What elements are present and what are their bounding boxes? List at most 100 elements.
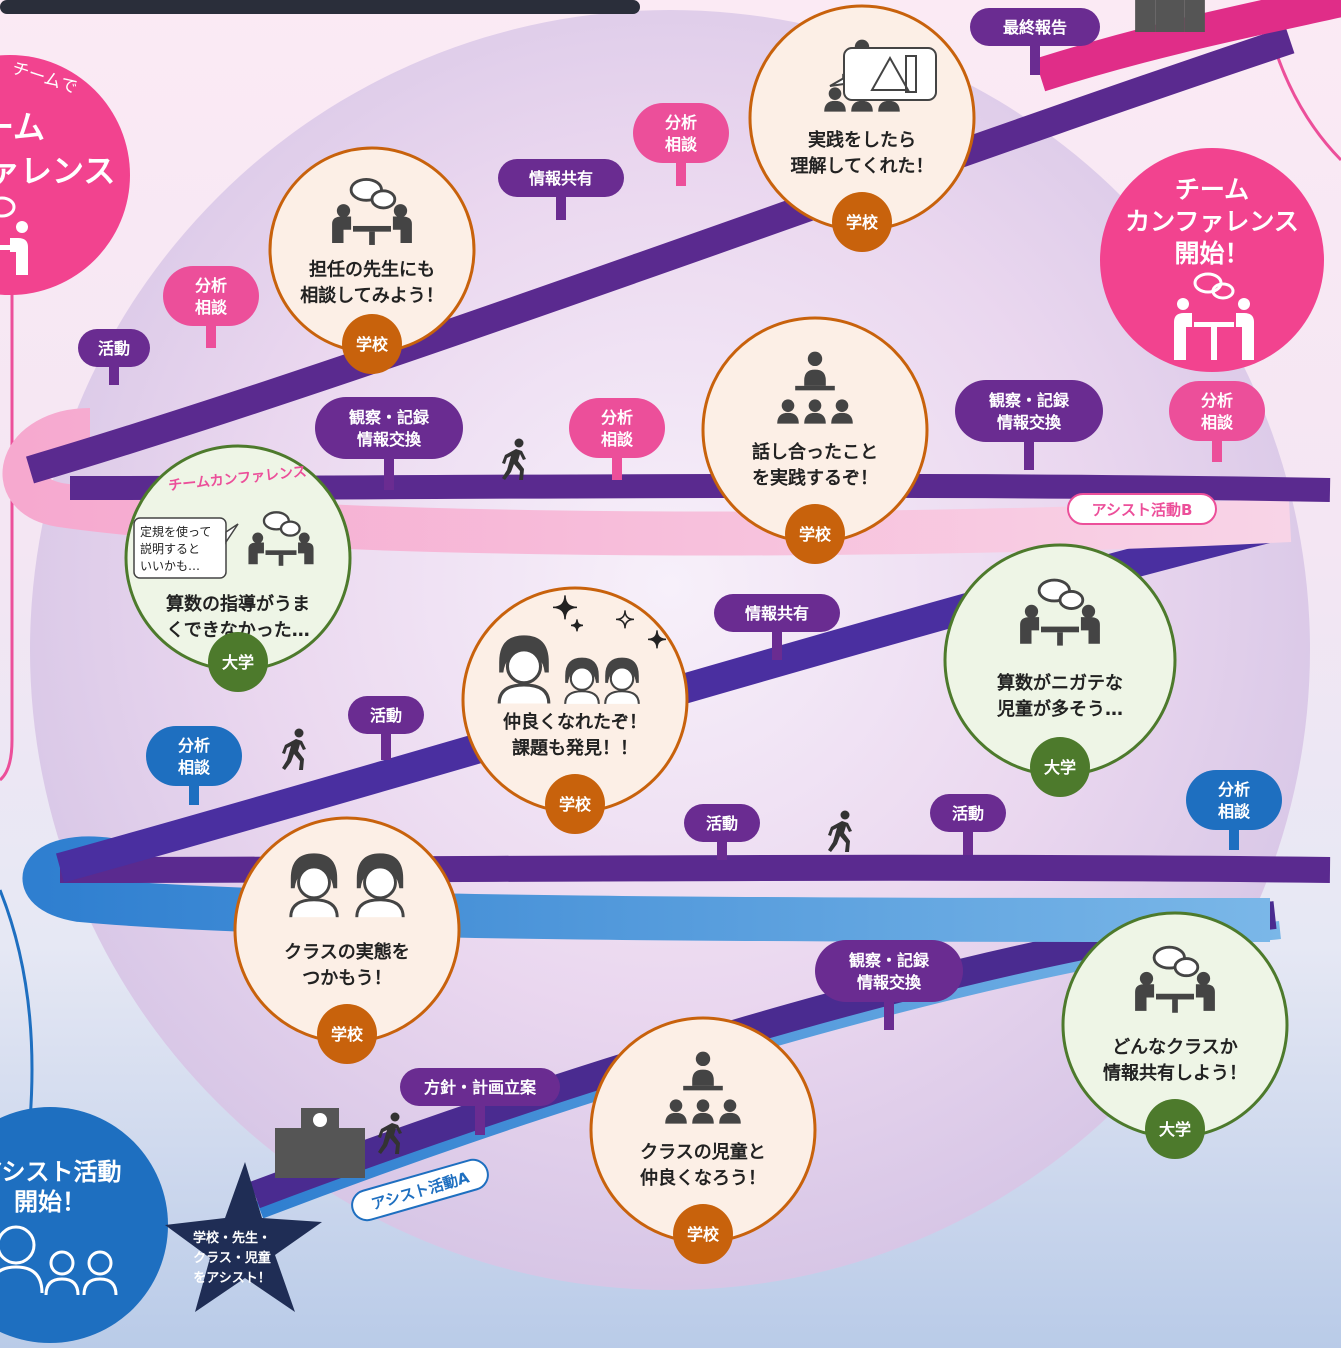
signpost-s_hoshin: 方針・計画立案 bbox=[400, 1068, 560, 1135]
milestone-text-line1: 実践をしたら bbox=[808, 129, 916, 151]
signpost-board bbox=[569, 398, 665, 458]
signpost-label: 分析 bbox=[1201, 391, 1233, 410]
milestone-text-line2: 相談してみよう！ bbox=[300, 285, 443, 307]
signpost-label: 情報共有 bbox=[745, 604, 809, 623]
milestone-badge-label: 学校 bbox=[687, 1225, 720, 1244]
signpost-label: 分析 bbox=[1218, 780, 1250, 799]
bubble-text: いいかも… bbox=[140, 559, 200, 573]
team-start-line1: チーム bbox=[1175, 175, 1249, 204]
signpost-s_katsudo2: 活動 bbox=[348, 696, 424, 760]
milestone-text-line1: 仲良くなれたぞ！ bbox=[503, 711, 647, 733]
ruler-icon bbox=[905, 55, 917, 93]
signpost-board bbox=[955, 380, 1103, 442]
signpost-s_final: 最終報告 bbox=[970, 8, 1100, 75]
child-icon bbox=[564, 656, 600, 705]
assist-star: 学校・先生・ クラス・児童 をアシスト！ bbox=[165, 1162, 322, 1312]
milestone-badge: 大学 bbox=[1030, 737, 1090, 797]
signpost-s_joho1: 情報共有 bbox=[498, 159, 624, 220]
milestone-badge: 学校 bbox=[545, 774, 605, 834]
milestone-badge: 学校 bbox=[673, 1204, 733, 1264]
signpost-board bbox=[348, 696, 424, 734]
milestone-badge: 学校 bbox=[785, 504, 845, 564]
signpost-label: 分析 bbox=[195, 276, 227, 295]
signpost-label: 方針・計画立案 bbox=[424, 1078, 537, 1097]
signpost-board bbox=[498, 159, 624, 197]
adult-icon bbox=[497, 633, 551, 706]
school-building-icon bbox=[1135, 0, 1205, 32]
signpost-label: 情報交換 bbox=[357, 430, 422, 449]
milestone-badge-label: 学校 bbox=[799, 525, 832, 544]
signposts: 最終報告分析相談情報共有分析相談活動観察・記録情報交換分析相談観察・記録情報交換… bbox=[78, 8, 1282, 1135]
signpost-label: 活動 bbox=[952, 804, 984, 823]
left-panel-title-1: ーム bbox=[0, 108, 45, 146]
road-label-b-text: アシスト活動B bbox=[1092, 501, 1193, 519]
signpost-board bbox=[146, 726, 242, 786]
people-icon bbox=[0, 1225, 118, 1296]
signpost-label: 情報交換 bbox=[857, 973, 922, 992]
signpost-label: 相談 bbox=[195, 298, 228, 317]
milestone-badge-label: 学校 bbox=[559, 795, 592, 814]
milestone-badge-label: 大学 bbox=[1159, 1120, 1191, 1139]
star-line1: 学校・先生・ bbox=[193, 1230, 271, 1246]
milestone-badge-label: 学校 bbox=[846, 213, 879, 232]
signpost-board bbox=[930, 794, 1006, 832]
guide-line-blue bbox=[0, 889, 34, 1121]
road-label-b: アシスト活動B bbox=[1067, 493, 1217, 525]
signpost-board bbox=[684, 804, 760, 842]
signpost-label: 情報共有 bbox=[529, 169, 593, 188]
milestone-text-line1: 担任の先生にも bbox=[309, 259, 435, 281]
left-team-panel: チームで ーム ァレンス bbox=[0, 55, 130, 295]
signpost-pole bbox=[556, 178, 566, 220]
milestone-badge-label: 学校 bbox=[331, 1025, 364, 1044]
signpost-label: 相談 bbox=[1218, 802, 1251, 821]
milestone-text-line2: を実践するぞ！ bbox=[752, 467, 878, 489]
signpost-board bbox=[714, 594, 840, 632]
milestone-text-line1: クラスの児童と bbox=[640, 1141, 766, 1163]
signpost-board bbox=[970, 8, 1100, 46]
signpost-label: 活動 bbox=[706, 814, 738, 833]
signpost-pole bbox=[963, 813, 973, 855]
signpost-pole bbox=[1030, 27, 1040, 75]
signpost-board bbox=[633, 103, 729, 163]
milestone-text-line2: つかもう！ bbox=[302, 968, 391, 989]
signpost-board bbox=[315, 397, 463, 459]
milestone-text-line2: 仲良くなろう！ bbox=[640, 1167, 766, 1189]
signpost-board bbox=[1186, 770, 1282, 830]
signpost-label: 相談 bbox=[178, 758, 211, 777]
milestone-text-line1: 話し合ったこと bbox=[752, 441, 878, 463]
signpost-label: 相談 bbox=[665, 135, 698, 154]
signpost-label: 最終報告 bbox=[1003, 18, 1067, 37]
milestone-text-line2: 課題も発見！！ bbox=[512, 737, 638, 759]
signpost-label: 観察・記録 bbox=[349, 408, 430, 427]
milestone-badge: 学校 bbox=[342, 314, 402, 374]
milestone-c_friends: 仲良くなれたぞ！ 課題も発見！！ 学校 bbox=[461, 586, 689, 834]
milestone-text-line2: くできなかった… bbox=[166, 620, 309, 641]
signpost-label: 相談 bbox=[1201, 413, 1234, 432]
star-line3: をアシスト！ bbox=[193, 1271, 270, 1286]
signpost-label: 観察・記録 bbox=[989, 391, 1070, 410]
signpost-label: 分析 bbox=[601, 408, 633, 427]
signpost-s_katsudo1: 活動 bbox=[78, 329, 150, 385]
milestone-badge: 学校 bbox=[317, 1004, 377, 1064]
team-conference-start: チーム カンファレンス 開始！ bbox=[1100, 148, 1324, 372]
signpost-board bbox=[78, 329, 150, 367]
ruler-icon bbox=[870, 55, 910, 91]
team-start-line3: 開始！ bbox=[1174, 239, 1249, 268]
signpost-board bbox=[1169, 381, 1265, 441]
road-label-a: アシスト活動A bbox=[351, 1158, 489, 1222]
signpost-label: 分析 bbox=[178, 736, 210, 755]
signpost-pole bbox=[475, 1087, 485, 1135]
speech-bubble: 定規を使って説明するといいかも… bbox=[133, 517, 239, 579]
milestone-badge-label: 大学 bbox=[1044, 758, 1076, 777]
child-icon bbox=[604, 656, 640, 705]
signpost-pole bbox=[772, 613, 782, 660]
left-panel-title-2: ァレンス bbox=[0, 152, 115, 190]
